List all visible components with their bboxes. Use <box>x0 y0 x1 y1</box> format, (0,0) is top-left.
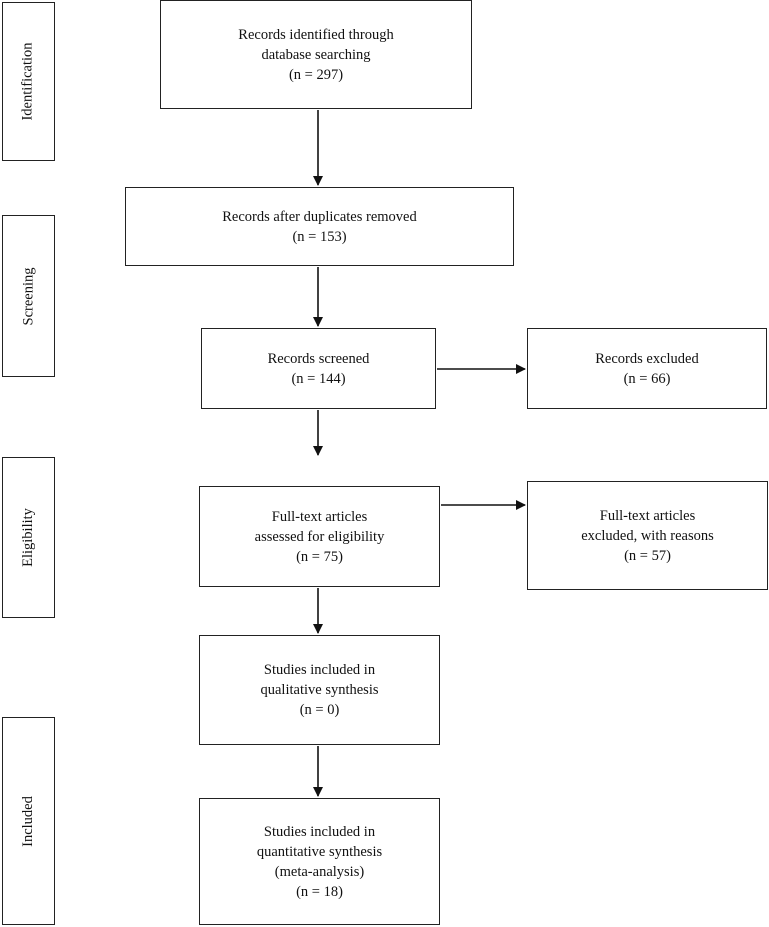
duplicates-removed-box: Records after duplicates removed (n = 15… <box>125 187 514 266</box>
box-count: (n = 144) <box>291 370 346 387</box>
phase-screening: Screening <box>2 215 55 377</box>
box-line: Records screened <box>267 350 370 367</box>
box-count: (n = 153) <box>292 228 347 245</box>
quantitative-synthesis-box: Studies included in quantitative synthes… <box>199 798 440 925</box>
fulltext-excluded-box: Full-text articles excluded, with reason… <box>527 481 768 590</box>
records-screened-box: Records screened (n = 144) <box>201 328 436 409</box>
box-count: (n = 75) <box>296 548 343 565</box>
box-line: database searching <box>261 46 371 63</box>
phase-included: Included <box>2 717 55 925</box>
box-count: (n = 57) <box>624 547 671 564</box>
box-line: qualitative synthesis <box>260 682 379 698</box>
box-line: Records after duplicates removed <box>222 208 417 225</box>
box-line: Records excluded <box>595 350 699 367</box>
box-count: (n = 297) <box>288 66 344 83</box>
records-identified-box: Records identified through database sear… <box>160 0 472 109</box>
box-line: quantitative synthesis <box>256 843 383 860</box>
box-count: (n = 0) <box>299 702 340 718</box>
box-line: excluded, with reasons <box>581 527 714 544</box>
box-line: Full-text articles <box>271 508 368 525</box>
box-line: Records identified through <box>238 26 394 43</box>
records-excluded-box: Records excluded (n = 66) <box>527 328 767 409</box>
box-line: (meta-analysis) <box>274 863 365 880</box>
box-count: (n = 18) <box>296 883 343 900</box>
box-line: Studies included in <box>263 823 376 840</box>
box-count: (n = 66) <box>623 370 671 387</box>
fulltext-assessed-box: Full-text articles assessed for eligibil… <box>199 486 440 587</box>
qualitative-synthesis-box: Studies included in qualitative synthesi… <box>199 635 440 745</box>
phase-identification: Identification <box>2 2 55 161</box>
box-line: assessed for eligibility <box>254 528 385 545</box>
box-line: Studies included in <box>263 662 376 678</box>
box-line: Full-text articles <box>599 507 696 524</box>
phase-eligibility: Eligibility <box>2 457 55 618</box>
